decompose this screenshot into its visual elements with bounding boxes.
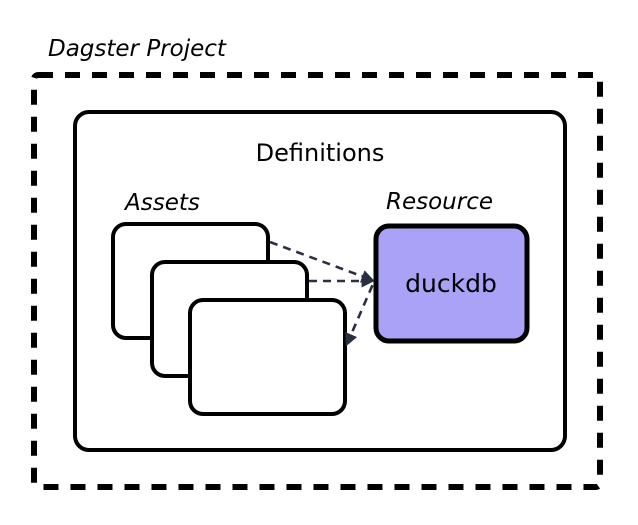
duckdb-resource-node[interactable]: duckdb bbox=[373, 223, 530, 344]
assets-card-stack bbox=[111, 222, 347, 416]
dagster-project-container: Dagster Project bbox=[31, 36, 603, 490]
duckdb-node-box[interactable] bbox=[373, 223, 530, 344]
connector-card-front-to-duckdb bbox=[345, 283, 375, 347]
definitions-border bbox=[73, 110, 567, 452]
asset-to-resource-connectors bbox=[269, 240, 375, 347]
asset-card-front[interactable] bbox=[188, 298, 347, 416]
dagster-project-border bbox=[31, 72, 603, 490]
connector-card-back-to-duckdb bbox=[269, 240, 375, 283]
assets-group-label: Assets bbox=[123, 190, 200, 216]
resource-group-label: Resource bbox=[386, 189, 493, 215]
dagster-project-label: Dagster Project bbox=[48, 36, 227, 62]
definitions-container: Definitions bbox=[73, 110, 567, 452]
definitions-label: Definitions bbox=[256, 139, 385, 167]
duckdb-node-label: duckdb bbox=[405, 269, 497, 298]
